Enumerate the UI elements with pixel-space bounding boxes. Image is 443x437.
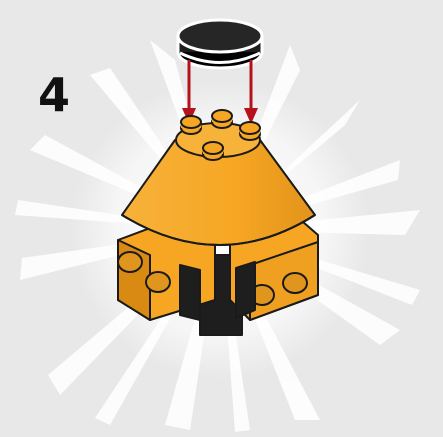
round-black-tile-icon — [178, 20, 262, 68]
step-number: 4 — [38, 72, 70, 118]
